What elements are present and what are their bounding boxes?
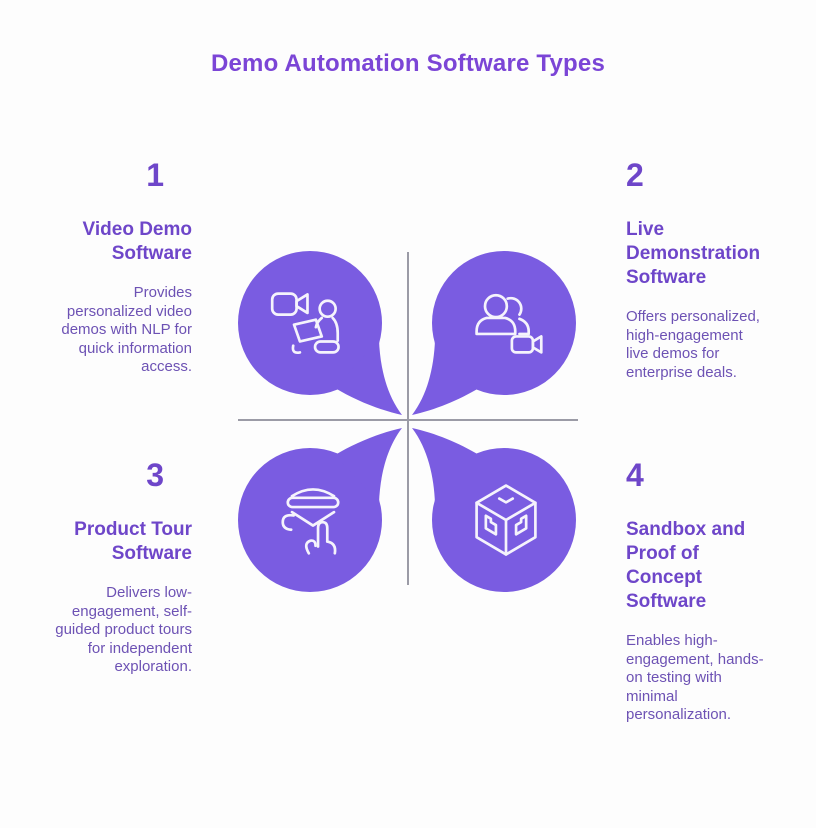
quadrant-1-title: Video Demo Software xyxy=(82,219,192,264)
video-demo-icon xyxy=(270,292,340,355)
quadrant-3-text: 3 Product Tour Software Delivers low-eng… xyxy=(40,458,192,677)
divider-horizontal xyxy=(238,419,578,421)
speech-bubble-1 xyxy=(238,251,402,415)
page-title: Demo Automation Software Types xyxy=(210,50,606,77)
quadrant-4-title: Sandbox and Proof of Concept Software xyxy=(626,519,746,612)
quadrant-2-number: 2 xyxy=(626,157,644,193)
quadrant-1-number: 1 xyxy=(146,157,164,193)
quadrant-3-description: Delivers low-engagement, self-guided pro… xyxy=(55,584,192,675)
quadrant-2-description: Offers personalized, high-engagement liv… xyxy=(626,308,760,381)
quadrant-3-title: Product Tour Software xyxy=(74,519,192,564)
sandbox-cube-icon xyxy=(475,484,537,556)
quadrant-4-number: 4 xyxy=(626,457,644,493)
quadrant-4-text: 4 Sandbox and Proof of Concept Software … xyxy=(626,458,778,725)
quadrant-2-text: 2 Live Demonstration Software Offers per… xyxy=(626,158,778,382)
speech-bubble-3 xyxy=(238,428,402,592)
live-demo-icon xyxy=(475,293,543,354)
quadrant-4-description: Enables high-engagement, hands-on testin… xyxy=(626,632,764,723)
speech-bubble-2 xyxy=(412,251,576,415)
product-tour-icon xyxy=(281,488,340,555)
quadrant-3-number: 3 xyxy=(146,457,164,493)
quadrant-2-title: Live Demonstration Software xyxy=(626,219,761,288)
divider-vertical xyxy=(407,252,409,585)
quadrant-1-description: Provides personalized video demos with N… xyxy=(61,284,192,375)
quadrant-1-text: 1 Video Demo Software Provides personali… xyxy=(40,158,192,377)
